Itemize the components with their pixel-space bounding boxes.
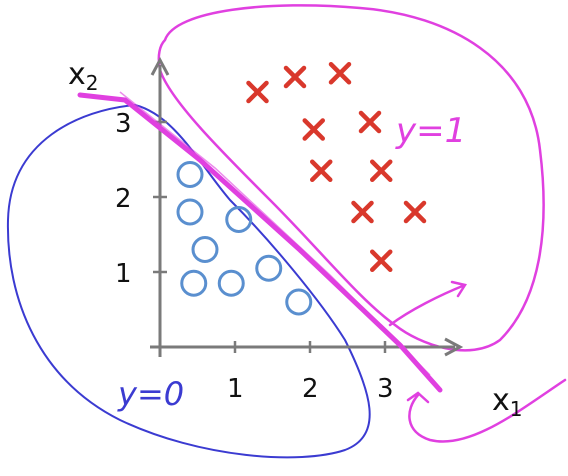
circle-point bbox=[176, 161, 204, 188]
decision-boundary-shadow bbox=[119, 91, 431, 376]
cross-stroke bbox=[283, 65, 307, 89]
x-axis-arrowhead bbox=[444, 337, 464, 357]
magenta-region-outline bbox=[157, 4, 545, 352]
y-tick-label: 1 bbox=[115, 259, 132, 289]
x-tick-label: 1 bbox=[227, 374, 244, 404]
circle-point bbox=[180, 269, 208, 297]
cross-stroke bbox=[310, 159, 333, 182]
x-tick-label: 3 bbox=[377, 374, 394, 404]
cross-point bbox=[351, 200, 374, 224]
circle-point bbox=[217, 269, 245, 297]
cross-stroke bbox=[246, 80, 269, 104]
cross-point bbox=[370, 159, 393, 182]
x2-subscript: 2 bbox=[86, 71, 99, 95]
blue-region-outline bbox=[6, 103, 371, 459]
y1-label: y=1 bbox=[395, 111, 466, 151]
y-tick-label: 2 bbox=[115, 184, 132, 214]
cross-point bbox=[246, 80, 269, 104]
cross-point bbox=[358, 110, 382, 134]
cross-point bbox=[370, 249, 393, 272]
cross-stroke bbox=[328, 62, 352, 85]
y-tick-label: 3 bbox=[115, 109, 132, 139]
cross-point bbox=[403, 200, 427, 224]
cross-point bbox=[283, 65, 307, 89]
x1-subscript: 1 bbox=[510, 397, 523, 421]
y-axis-arrowhead bbox=[150, 56, 170, 76]
circle-point bbox=[225, 206, 253, 233]
circle-point bbox=[285, 288, 313, 316]
magenta-hook-arrow bbox=[406, 378, 567, 443]
cross-point bbox=[310, 159, 333, 182]
circle-point bbox=[191, 236, 219, 263]
cross-stroke bbox=[403, 200, 427, 224]
cross-point bbox=[328, 62, 352, 85]
cross-point bbox=[302, 118, 325, 141]
circle-point bbox=[176, 198, 204, 226]
cross-stroke bbox=[370, 249, 393, 272]
cross-stroke bbox=[302, 118, 325, 141]
cross-stroke bbox=[358, 110, 382, 134]
x-tick-label: 2 bbox=[302, 374, 319, 404]
cross-stroke bbox=[370, 159, 393, 182]
x2-axis-label: x2 bbox=[68, 57, 99, 95]
x1-axis-label: x1 bbox=[492, 383, 523, 421]
magenta-arrow-right bbox=[388, 280, 468, 327]
cross-stroke bbox=[351, 200, 374, 224]
circle-point bbox=[255, 254, 283, 282]
y0-label: y=0 bbox=[117, 375, 184, 413]
